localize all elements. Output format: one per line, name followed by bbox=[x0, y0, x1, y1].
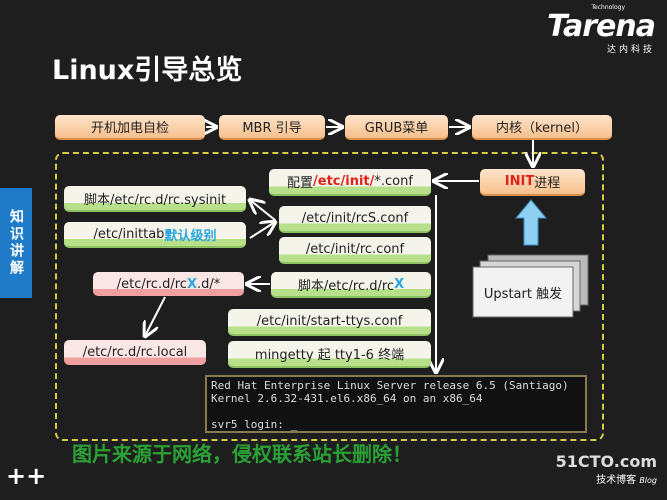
terminal-line: Kernel 2.6.32-431.el6.x86_64 on an x86_6… bbox=[211, 392, 483, 405]
tarena-logo: Technology Tarena 达内科技 bbox=[547, 4, 656, 55]
terminal-line bbox=[211, 405, 581, 418]
rcconf-box: /etc/init/rc.conf bbox=[279, 237, 431, 264]
mingetty-box: mingetty 起 tty1-6 终端 bbox=[228, 341, 431, 368]
rcxd-x: X bbox=[186, 276, 197, 292]
inittab-path: /etc/inittab bbox=[93, 226, 165, 242]
watermark: 图片来源于网络，侵权联系站长删除！ bbox=[72, 442, 412, 466]
cto-main: 51CTO.com bbox=[555, 452, 657, 471]
rcxd-a: /etc/rc.d/rc bbox=[116, 276, 187, 292]
sysinit-box: 脚本/etc/rc.d/rc.sysinit bbox=[64, 186, 246, 212]
config-prefix: 配置 bbox=[287, 176, 314, 191]
logo-brand: Tarena bbox=[547, 9, 656, 44]
up-arrow-icon bbox=[514, 199, 548, 246]
rcs-box: /etc/init/rcS.conf bbox=[279, 206, 431, 233]
cto-logo: 51CTO.com 技术博客 Blog bbox=[556, 452, 657, 486]
cto-sub: 技术博客 Blog bbox=[556, 471, 657, 486]
config-suffix: *.conf bbox=[374, 174, 413, 189]
flow-grub: GRUB菜单 bbox=[345, 115, 448, 140]
cto-sub-text: 技术博客 bbox=[596, 475, 637, 486]
login-terminal: Red Hat Enterprise Linux Server release … bbox=[205, 375, 587, 433]
cto-blog: Blog bbox=[639, 476, 657, 485]
config-box: 配置 /etc/init/*.conf bbox=[269, 169, 431, 196]
init-region bbox=[55, 152, 604, 441]
rc-script-box: 脚本/etc/rc.d/rc X bbox=[271, 272, 431, 298]
rcscript-a: 脚本/etc/rc.d/rc bbox=[297, 278, 395, 294]
page-title: Linux引导总览 bbox=[52, 55, 243, 86]
terminal-login-prompt: svr5 login: _ bbox=[211, 418, 298, 431]
upstart-label: Upstart 触发 bbox=[483, 286, 563, 302]
rcscript-x: X bbox=[394, 276, 405, 292]
init-suffix: 进程 bbox=[534, 176, 561, 191]
start-ttys-box: /etc/init/start-ttys.conf bbox=[228, 309, 431, 336]
config-path: /etc/init/ bbox=[313, 174, 375, 189]
inittab-runlevel: 默认级别 bbox=[164, 228, 217, 244]
side-tab: 知识讲解 bbox=[0, 188, 32, 298]
init-label: INIT bbox=[504, 174, 535, 189]
rclocal-box: /etc/rc.d/rc.local bbox=[64, 340, 206, 365]
logo-tagline: 达内科技 bbox=[606, 45, 655, 55]
logo-tech: Technology bbox=[591, 4, 625, 11]
terminal-line: Red Hat Enterprise Linux Server release … bbox=[211, 379, 569, 392]
inittab-box: /etc/inittab 默认级别 bbox=[64, 222, 246, 248]
flow-power-on: 开机加电自检 bbox=[55, 115, 205, 140]
flow-kernel: 内核（kernel） bbox=[472, 115, 612, 140]
init-process: INIT 进程 bbox=[480, 169, 585, 196]
plus-logo: ++ bbox=[6, 462, 47, 490]
rcxd-b: .d/* bbox=[196, 276, 221, 292]
flow-mbr: MBR 引导 bbox=[219, 115, 325, 140]
